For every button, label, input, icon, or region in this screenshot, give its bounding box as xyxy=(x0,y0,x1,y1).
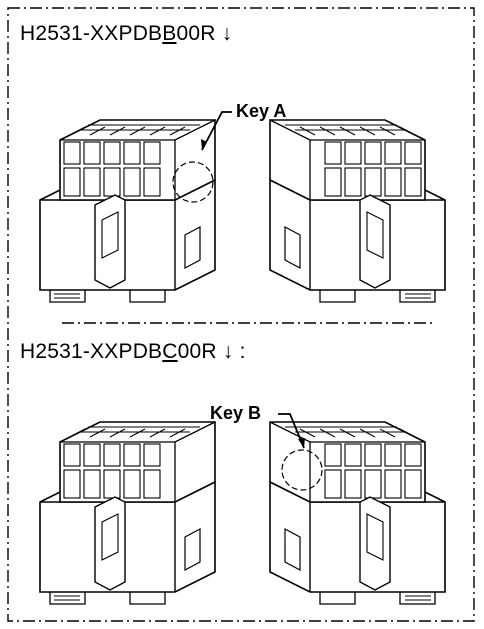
part-key-letter: C xyxy=(162,340,178,363)
part-marker: ↓ : xyxy=(222,340,246,363)
part-prefix: H2531-XXPDB xyxy=(20,22,163,45)
part-marker: ↓ xyxy=(221,22,233,45)
part-prefix: H2531-XXPDB xyxy=(20,340,163,363)
part-number-label-b: H2531-XXPDBC00R ↓ : xyxy=(20,340,246,364)
part-suffix: 00R xyxy=(176,22,216,45)
connector-drawing-b-left xyxy=(39,421,216,605)
key-a-highlight-circle-icon xyxy=(172,161,214,203)
key-b-highlight-circle-icon xyxy=(281,449,323,491)
key-b-leader-arrow-icon xyxy=(278,413,305,449)
key-b-label: Key B xyxy=(210,403,262,423)
connector-drawing-b-right xyxy=(269,421,446,605)
part-suffix: 00R xyxy=(177,340,217,363)
key-a-label: Key A xyxy=(236,101,287,121)
connector-drawing-a-right xyxy=(269,119,446,303)
part-key-letter: B xyxy=(162,22,177,45)
connector-drawing-a-left xyxy=(39,119,216,303)
key-a-leader-arrow-icon xyxy=(201,111,232,151)
part-number-label-a: H2531-XXPDBB00R ↓ xyxy=(20,22,232,46)
